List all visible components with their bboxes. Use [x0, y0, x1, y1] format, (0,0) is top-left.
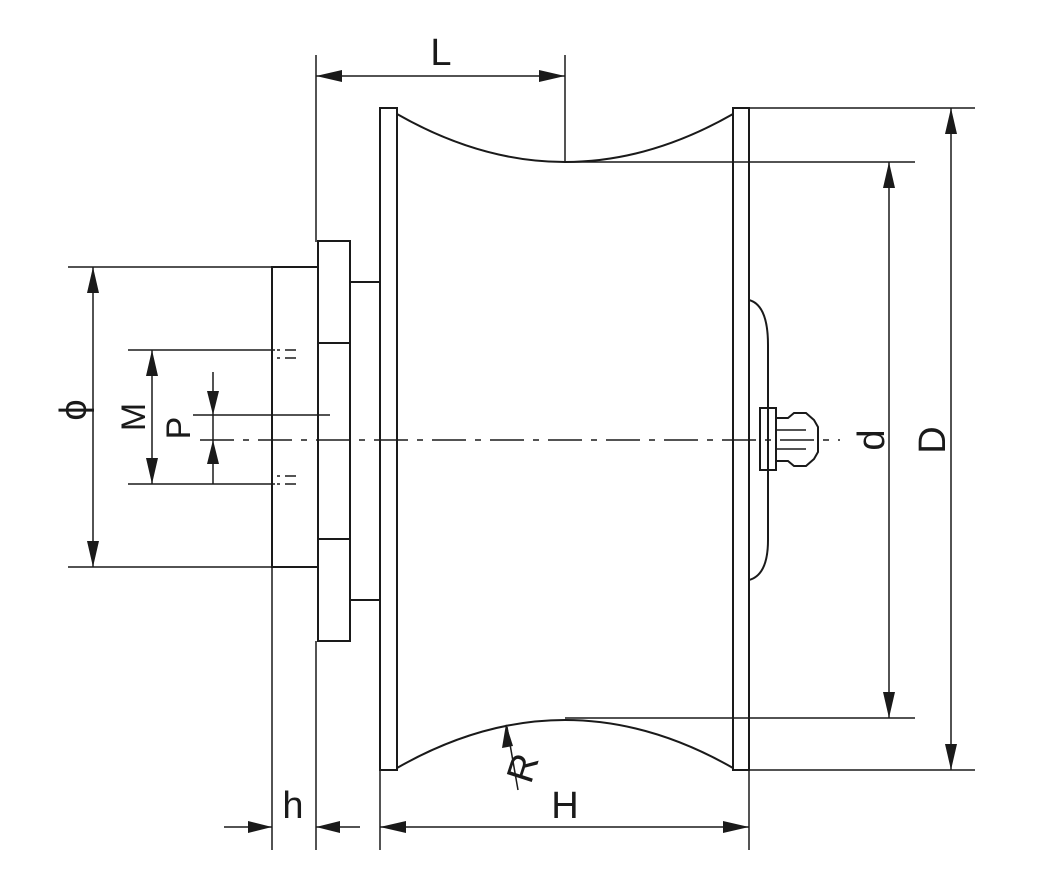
arrowhead [723, 821, 749, 833]
arrowhead [207, 440, 219, 464]
arrowhead [883, 162, 895, 188]
label-d: d [851, 429, 893, 450]
dimension-phi: ϕ [53, 266, 272, 568]
dimension-L: L [315, 32, 566, 242]
arrowhead [87, 541, 99, 567]
dimension-h: h [224, 567, 360, 850]
label-R: R [499, 749, 547, 788]
hub-washer [349, 281, 381, 601]
label-P: P [160, 417, 198, 440]
left-flange [379, 107, 398, 771]
dimension-d: d [565, 161, 915, 719]
dimension-H: H [379, 770, 750, 850]
hub-shaft [271, 266, 319, 568]
right-flange [732, 107, 750, 771]
arrowhead [945, 108, 957, 134]
hub-nut [317, 240, 351, 642]
radius-R: R [499, 724, 548, 791]
hub-assembly [271, 240, 381, 642]
nipple-body [775, 412, 819, 467]
label-L: L [430, 32, 451, 74]
arrowhead [945, 744, 957, 770]
arrowhead [146, 458, 158, 484]
arrowhead [207, 391, 219, 415]
bottom-groove-arc [396, 719, 734, 769]
dimension-P: P [160, 372, 330, 484]
label-H: H [551, 785, 578, 827]
dimension-D: D [749, 107, 975, 771]
arrowhead [883, 692, 895, 718]
arrowhead [316, 70, 342, 82]
grease-nipple-assembly [748, 299, 819, 581]
label-h: h [282, 785, 303, 827]
arrowhead [539, 70, 565, 82]
dimension-M: M [115, 349, 275, 485]
arrowhead [502, 724, 513, 748]
label-phi: ϕ [53, 399, 95, 420]
arrowhead [316, 821, 340, 833]
arrowhead [248, 821, 272, 833]
roller-body [379, 107, 750, 771]
arrowhead [380, 821, 406, 833]
label-M: M [115, 403, 153, 431]
label-D: D [912, 426, 954, 453]
arrowhead [146, 350, 158, 376]
arrowhead [87, 267, 99, 293]
right-hub-dome [748, 299, 769, 581]
